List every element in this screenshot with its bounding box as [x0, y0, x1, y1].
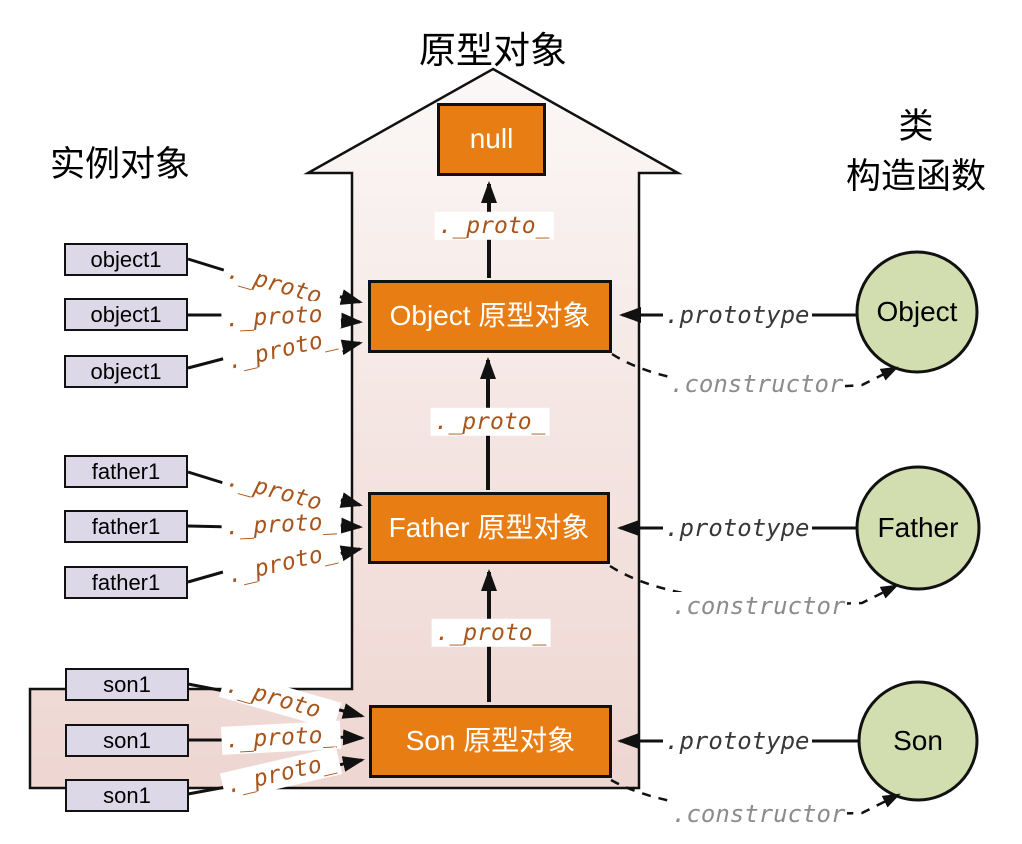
- prototype-edge-label: .prototype: [663, 514, 812, 543]
- father1-instance-box: father1: [64, 455, 188, 488]
- father1-instance-box: father1: [64, 510, 188, 543]
- object1-instance-box: object1: [64, 355, 188, 388]
- constructor-edge-label: .constructor: [670, 592, 848, 621]
- son-class-circle: [857, 680, 979, 802]
- classes-label-line1: 类: [898, 107, 934, 146]
- classes-label-line2: 构造函数: [845, 157, 986, 196]
- null-box: null: [437, 103, 546, 176]
- prototype-edge-label: .prototype: [663, 727, 812, 756]
- father-prototype-box: Father 原型对象: [368, 492, 610, 564]
- constructor-edge-label: .constructor: [668, 370, 846, 399]
- object-class-label: Object: [876, 296, 958, 327]
- father-class-label: Father: [877, 512, 959, 543]
- son1-instance-box: son1: [65, 724, 189, 757]
- classes-label: 类 构造函数: [816, 102, 1016, 202]
- object1-instance-box: object1: [64, 298, 188, 331]
- father1-instance-box: father1: [64, 566, 188, 599]
- son1-connector: [187, 785, 227, 796]
- son-class-label: Son: [893, 725, 943, 756]
- son1-instance-box: son1: [65, 668, 189, 701]
- son1-connector: [187, 682, 225, 693]
- object1-instance-box: object1: [64, 243, 188, 276]
- proto-chain-label: ._proto_: [431, 618, 551, 648]
- object-class-circle: [855, 250, 979, 374]
- object-prototype-box: Object 原型对象: [368, 280, 612, 353]
- proto-arrow: [335, 703, 365, 719]
- proto-chain-label: ._proto_: [430, 407, 550, 437]
- diagram-title: 原型对象: [419, 31, 567, 72]
- son-prototype-box: Son 原型对象: [369, 705, 612, 778]
- son1-instance-box: son1: [65, 779, 189, 812]
- prototype-edge-label: .prototype: [663, 301, 812, 330]
- big-arrow-shape: [28, 67, 683, 790]
- constructor-edge-label: .constructor: [670, 800, 848, 829]
- instance-objects-label: 实例对象: [50, 145, 191, 184]
- proto-chain-label: ._proto_: [434, 211, 554, 241]
